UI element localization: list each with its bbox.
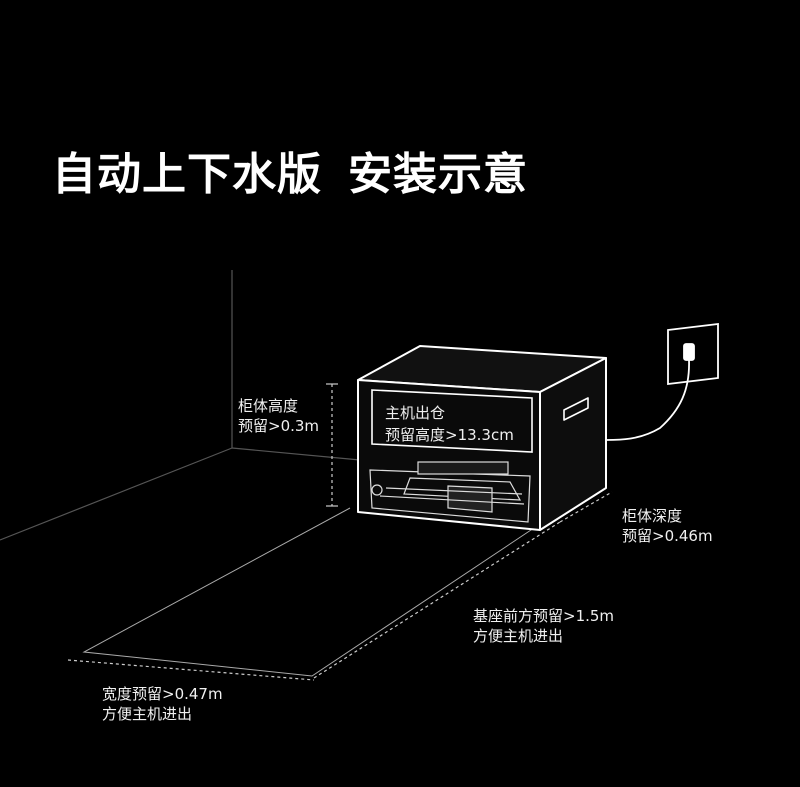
floor-back-line [231,447,361,461]
power-outlet-icon [605,322,719,441]
title-part2: 安装示意 [348,149,528,200]
label-line: 方便主机进出 [102,705,193,723]
label-line: 预留>0.46m [622,527,713,545]
dimension-lines [67,383,613,681]
label-cabinet-depth: 柜体深度 预留>0.46m [622,506,713,546]
label-width-space: 宽度预留>0.47m 方便主机进出 [102,684,223,724]
page-title: 自动上下水版安装示意 [52,138,528,202]
label-line: 主机出仓 [385,404,446,422]
title-part1: 自动上下水版 [52,149,322,200]
label-line: 基座前方预留>1.5m [473,607,615,625]
label-host-exit: 主机出仓 预留高度>13.3cm [385,402,514,446]
label-cabinet-height: 柜体高度 预留>0.3m [238,396,319,436]
label-line: 宽度预留>0.47m [102,685,223,703]
label-line: 柜体高度 [238,397,299,415]
label-line: 柜体深度 [622,507,683,525]
label-line: 预留高度>13.3cm [385,426,514,444]
label-front-space: 基座前方预留>1.5m 方便主机进出 [473,606,614,646]
label-line: 方便主机进出 [473,627,564,645]
label-line: 预留>0.3m [238,417,320,435]
room-lines [0,270,361,541]
floor-left-line [0,447,233,541]
base-station [369,461,531,523]
floor-area [82,507,547,677]
front-panel [371,389,533,453]
